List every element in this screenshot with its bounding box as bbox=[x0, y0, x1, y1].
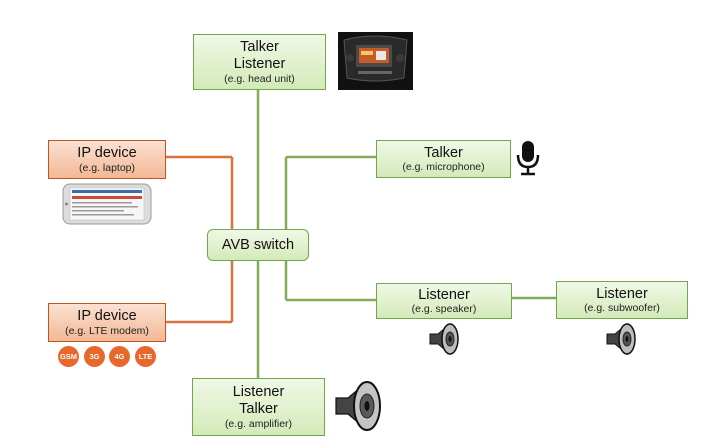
microphone-node[interactable]: Talker (e.g. microphone) bbox=[376, 140, 511, 178]
avb-switch-label: AVB switch bbox=[221, 236, 295, 253]
3g-badge: 3G bbox=[84, 346, 105, 367]
subwoofer-role: Listener bbox=[596, 285, 648, 302]
amplifier-speaker-icon bbox=[335, 380, 381, 432]
speaker-role: Listener bbox=[418, 286, 470, 303]
subwoofer-node[interactable]: Listener (e.g. subwoofer) bbox=[556, 281, 688, 319]
amplifier-role-2: Talker bbox=[239, 400, 278, 417]
laptop-role: IP device bbox=[77, 145, 137, 162]
head-unit-role-2: Listener bbox=[233, 55, 286, 72]
car-head-unit-icon bbox=[338, 32, 413, 90]
avb-switch-node[interactable]: AVB switch bbox=[207, 229, 309, 261]
head-unit-example: (e.g. head unit) bbox=[224, 72, 295, 85]
head-unit-role-1: Talker bbox=[240, 39, 279, 56]
microphone-role: Talker bbox=[424, 144, 463, 161]
tablet-device-icon bbox=[62, 183, 152, 225]
speaker-icon bbox=[429, 322, 459, 356]
microphone-icon bbox=[516, 141, 540, 176]
subwoofer-speaker-icon bbox=[606, 322, 636, 356]
ip-device-modem-node[interactable]: IP device (e.g. LTE modem) bbox=[48, 303, 166, 342]
head-unit-node[interactable]: Talker Listener (e.g. head unit) bbox=[193, 34, 326, 90]
amplifier-role-1: Listener bbox=[232, 384, 285, 401]
modem-role: IP device bbox=[77, 308, 137, 325]
modem-example: (e.g. LTE modem) bbox=[65, 324, 149, 337]
4g-badge: 4G bbox=[109, 346, 130, 367]
amplifier-node[interactable]: Listener Talker (e.g. amplifier) bbox=[192, 378, 325, 436]
amplifier-example: (e.g. amplifier) bbox=[224, 417, 293, 430]
laptop-example: (e.g. laptop) bbox=[78, 161, 136, 174]
ip-device-laptop-node[interactable]: IP device (e.g. laptop) bbox=[48, 140, 166, 179]
speaker-node[interactable]: Listener (e.g. speaker) bbox=[376, 283, 512, 319]
gsm-badge: GSM bbox=[58, 346, 79, 367]
microphone-example: (e.g. microphone) bbox=[402, 161, 485, 174]
speaker-example: (e.g. speaker) bbox=[411, 303, 477, 316]
lte-badge: LTE bbox=[135, 346, 156, 367]
subwoofer-example: (e.g. subwoofer) bbox=[584, 302, 660, 315]
